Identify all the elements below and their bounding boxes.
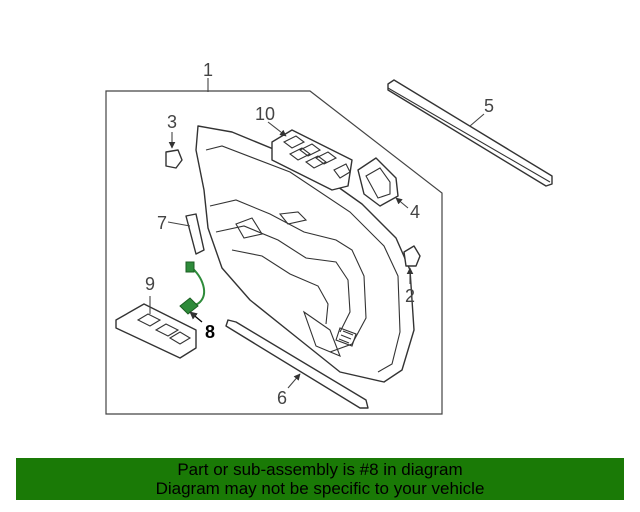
- callout-1: 1: [203, 60, 213, 80]
- speaker-grille: [335, 327, 357, 347]
- belt-weatherstrip: [387, 79, 553, 187]
- assembly-boundary: [105, 90, 443, 415]
- master-window-switch: [271, 129, 353, 191]
- callout-4: 4: [410, 202, 420, 222]
- wiring-harness-part-8: [179, 261, 206, 315]
- callout-8: 8: [205, 322, 215, 342]
- banner-line-2: Diagram may not be specific to your vehi…: [155, 479, 485, 498]
- lower-molding: [225, 319, 369, 409]
- callout-5: 5: [484, 96, 494, 116]
- banner-line-1: Part or sub-assembly is #8 in diagram: [177, 460, 463, 479]
- callout-10: 10: [255, 104, 275, 124]
- retainer-clip: [165, 149, 183, 169]
- trim-clip: [403, 245, 421, 267]
- door-trim-panel: [195, 125, 415, 383]
- leader-lines: [149, 78, 485, 389]
- part-info-banner: Part or sub-assembly is #8 in diagram Di…: [16, 458, 624, 500]
- switch-bezel-panel: [115, 303, 197, 359]
- callout-3: 3: [167, 112, 177, 132]
- bracket: [185, 213, 205, 255]
- inside-door-handle: [357, 157, 399, 207]
- callout-9: 9: [145, 274, 155, 294]
- callout-2: 2: [405, 286, 415, 306]
- callout-6: 6: [277, 388, 287, 408]
- callout-7: 7: [157, 213, 167, 233]
